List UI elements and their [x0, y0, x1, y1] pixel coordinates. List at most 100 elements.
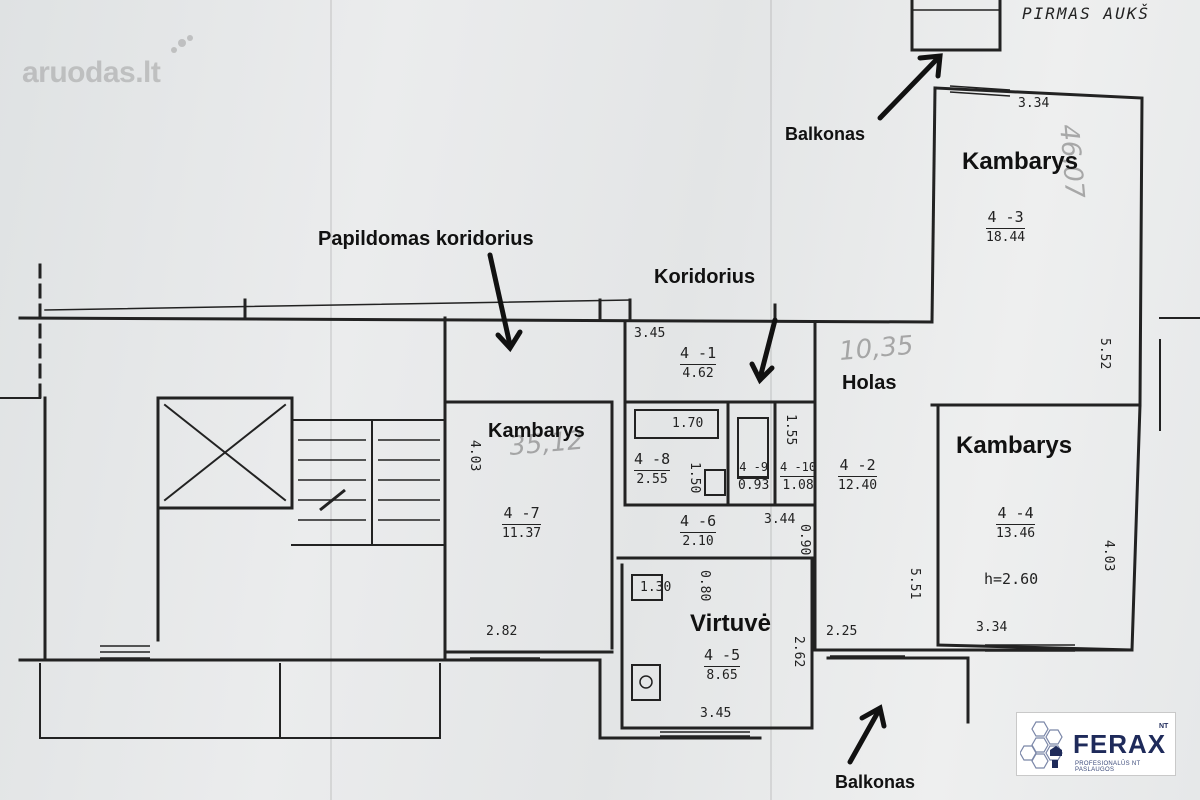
watermark-drip-icon: [171, 35, 193, 53]
dimension: 1.50: [687, 462, 702, 494]
windows: [100, 85, 1075, 737]
room-4-8: 4 -8 2.55: [634, 450, 671, 487]
wall: [18, 316, 934, 324]
arrow-head: [917, 53, 943, 79]
dimension: 3.45: [700, 706, 732, 721]
pencil-note: 46,07: [1053, 123, 1089, 200]
room-area: 0.93: [738, 476, 770, 493]
dimension: 1.70: [672, 416, 704, 431]
wall: [39, 663, 441, 739]
header-note: PIRMAS AUKŠ: [1022, 4, 1150, 23]
room-code: 4 -8: [634, 450, 671, 468]
room-area: 4.62: [680, 364, 717, 381]
room-code: 4 -3: [987, 208, 1024, 226]
room-4-10: 4 -10 1.08: [780, 460, 817, 493]
dimension: 4.03: [467, 440, 482, 472]
stove: [631, 664, 661, 701]
dimension: 2.82: [486, 624, 518, 639]
label-virtuve: Virtuvė: [690, 610, 771, 637]
room-code: 4 -4: [997, 504, 1034, 522]
pencil-note: 35,12: [508, 426, 585, 462]
label-holas: Holas: [842, 372, 897, 394]
room-code: 4 -10: [780, 460, 817, 474]
room-area: 11.37: [502, 524, 542, 541]
room-4-1: 4 -1 4.62: [680, 344, 717, 381]
elevator-cross: [163, 403, 287, 502]
room-4-7: 4 -7 11.37: [502, 504, 542, 541]
room-code: 4 -1: [680, 344, 717, 362]
dimension: 5.52: [1097, 338, 1112, 370]
label-kambarys-top-right: Kambarys: [962, 148, 1079, 175]
arrow-head: [495, 329, 523, 353]
room-4-3: 4 -3 18.44: [986, 208, 1026, 245]
stair-treads: [298, 439, 440, 521]
hexagon-icon: [1020, 721, 1063, 769]
arrow-balkonas-top: [877, 55, 941, 121]
dimension: 0.90: [797, 524, 812, 556]
room-code: 4 -7: [503, 504, 540, 522]
dimension: 3.34: [1018, 96, 1050, 111]
room-area: 1.08: [780, 476, 817, 493]
logo-badge: NT: [1159, 723, 1169, 730]
logo-name: FERAX: [1073, 729, 1167, 759]
dimension: 2.25: [826, 624, 858, 639]
arrow-head: [859, 704, 887, 729]
room-area: 2.55: [634, 470, 671, 487]
arrows: [487, 53, 943, 765]
kitchen-sink: [631, 574, 663, 601]
wall: [623, 400, 817, 507]
toilet: [737, 417, 769, 479]
dimension: 3.44: [764, 512, 796, 527]
dimension: 3.45: [634, 326, 666, 341]
room-code: 4 -6: [680, 512, 717, 530]
wall: [930, 86, 937, 324]
dimension: 2.62: [791, 636, 806, 668]
room-area: 12.40: [838, 476, 878, 493]
arrow-balkonas-bottom: [847, 709, 881, 765]
wall: [910, 0, 1002, 52]
label-papildomas-koridorius: Papildomas koridorius: [318, 228, 534, 250]
wall: [623, 320, 817, 404]
pencil-note: 10,35: [838, 331, 915, 367]
label-balkonas-top: Balkonas: [785, 124, 866, 144]
room-4-6: 4 -6 2.10: [680, 512, 717, 549]
dimension: 1.30: [640, 580, 672, 595]
wall: [620, 558, 814, 730]
label-koridorius: Koridorius: [654, 266, 756, 288]
room-area: 8.65: [704, 666, 741, 683]
dimension: 1.55: [783, 414, 798, 446]
bathtub: [634, 409, 719, 439]
room-code: 4 -9: [739, 460, 769, 474]
dimension: 3.34: [976, 620, 1008, 635]
dimension: 5.51: [907, 568, 922, 600]
watermark-text: aruodas.lt: [22, 56, 161, 89]
dimension: 4.03: [1101, 540, 1116, 572]
room-area: 2.10: [680, 532, 717, 549]
arrow-head: [749, 361, 775, 385]
paper-fold: [770, 0, 772, 800]
room-area: 13.46: [996, 524, 1036, 541]
paper-fold: [330, 0, 332, 800]
ceiling-height: h=2.60: [984, 570, 1039, 588]
arrow-koridorius: [757, 317, 778, 381]
logo-tagline: PROFESIONALŪS NT PASLAUGOS: [1075, 761, 1141, 773]
elevator-shaft: [156, 396, 294, 510]
wall: [44, 299, 631, 311]
room-code: 4 -5: [704, 646, 741, 664]
room-4-5: 4 -5 8.65: [704, 646, 741, 683]
label-kambarys-right: Kambarys: [956, 432, 1073, 459]
label-balkonas-bottom: Balkonas: [835, 772, 916, 792]
room-area: 18.44: [986, 228, 1026, 245]
stove-burner: [639, 675, 653, 689]
sink: [704, 469, 726, 496]
dimension: 0.80: [697, 570, 712, 602]
room-code: 4 -2: [839, 456, 876, 474]
wall: [826, 656, 970, 724]
label-kambarys-left: Kambarys: [488, 420, 585, 442]
wall: [598, 658, 762, 740]
room-4-4: 4 -4 13.46: [996, 504, 1036, 541]
ferax-logo: FERAX NT PROFESIONALŪS NT PASLAUGOS: [1016, 712, 1176, 776]
room-4-2: 4 -2 12.40: [838, 456, 878, 493]
